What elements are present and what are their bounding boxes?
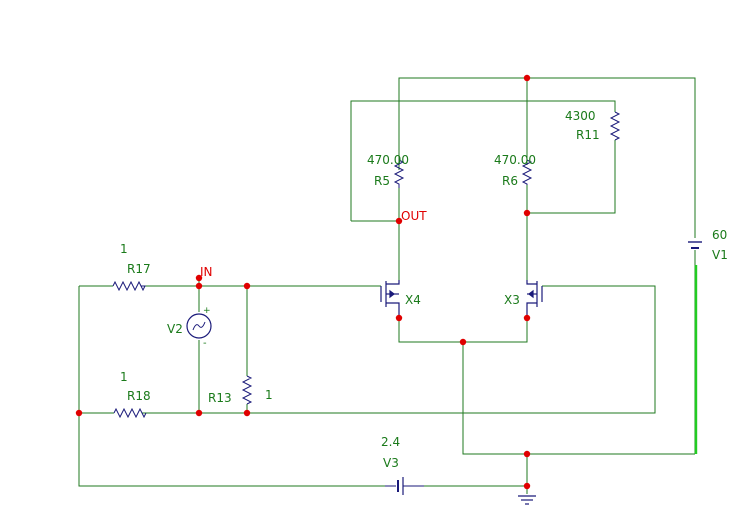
x3-mosfet-symbol[interactable] (526, 280, 543, 318)
r17-ref: R17 (127, 262, 151, 276)
v2-minus: - (203, 338, 207, 349)
v3-ref: V3 (383, 456, 399, 470)
r11-ref: R11 (576, 128, 600, 142)
r13-symbol[interactable] (241, 375, 253, 405)
node (523, 314, 531, 322)
net-out-label: OUT (401, 209, 427, 223)
v2-symbol[interactable] (186, 313, 212, 339)
r5-symbol[interactable] (393, 159, 405, 188)
v1-symbol[interactable] (688, 241, 702, 249)
wire-r5-out (351, 188, 400, 280)
r6-ref: R6 (502, 174, 518, 188)
ground-icon (518, 495, 536, 505)
wire-r18-right (142, 285, 656, 414)
node (395, 314, 403, 322)
r11-symbol[interactable] (609, 111, 621, 141)
r6-symbol[interactable] (521, 159, 533, 185)
node (75, 409, 83, 417)
r5-ref: R5 (374, 174, 390, 188)
r13-value: 1 (265, 388, 273, 402)
r17-symbol[interactable] (112, 280, 146, 292)
v2-plus: + (203, 306, 211, 316)
node (243, 409, 251, 417)
wire-top-rail (398, 77, 696, 238)
r17-value: 1 (120, 242, 128, 256)
x4-ref: X4 (405, 293, 421, 307)
labels: 1 R17 1 R18 R13 1 V2 + - IN OUT 470.00 R… (120, 109, 728, 470)
node (195, 409, 203, 417)
node-out (395, 217, 403, 225)
junction-nodes (75, 74, 531, 490)
r13-ref: R13 (208, 391, 232, 405)
node (243, 282, 251, 290)
wire-v3-ground (411, 454, 528, 494)
r18-value: 1 (120, 370, 128, 384)
node (523, 450, 531, 458)
node (523, 209, 531, 217)
v3-symbol[interactable] (385, 477, 424, 495)
wire-sources (398, 318, 528, 343)
node (459, 338, 467, 346)
wires (78, 77, 696, 494)
x3-ref: X3 (504, 293, 520, 307)
v1-value: 60 (712, 228, 727, 242)
wire-left-loop (78, 285, 385, 487)
node (195, 282, 203, 290)
r6-value: 470.00 (494, 153, 536, 167)
x4-mosfet-symbol[interactable] (380, 280, 400, 318)
net-in-label: IN (200, 265, 213, 279)
r18-ref: R18 (127, 389, 151, 403)
v3-value: 2.4 (381, 435, 400, 449)
node-in (195, 274, 203, 282)
wire-source-to-bottom (462, 342, 695, 455)
r11-value: 4300 (565, 109, 596, 123)
node (523, 74, 531, 82)
v2-ref: V2 (167, 322, 183, 336)
wire-r11-loop (350, 100, 616, 221)
node (523, 482, 531, 490)
r18-symbol[interactable] (113, 407, 147, 419)
v1-ref: V1 (712, 248, 728, 262)
r5-value: 470.00 (367, 153, 409, 167)
